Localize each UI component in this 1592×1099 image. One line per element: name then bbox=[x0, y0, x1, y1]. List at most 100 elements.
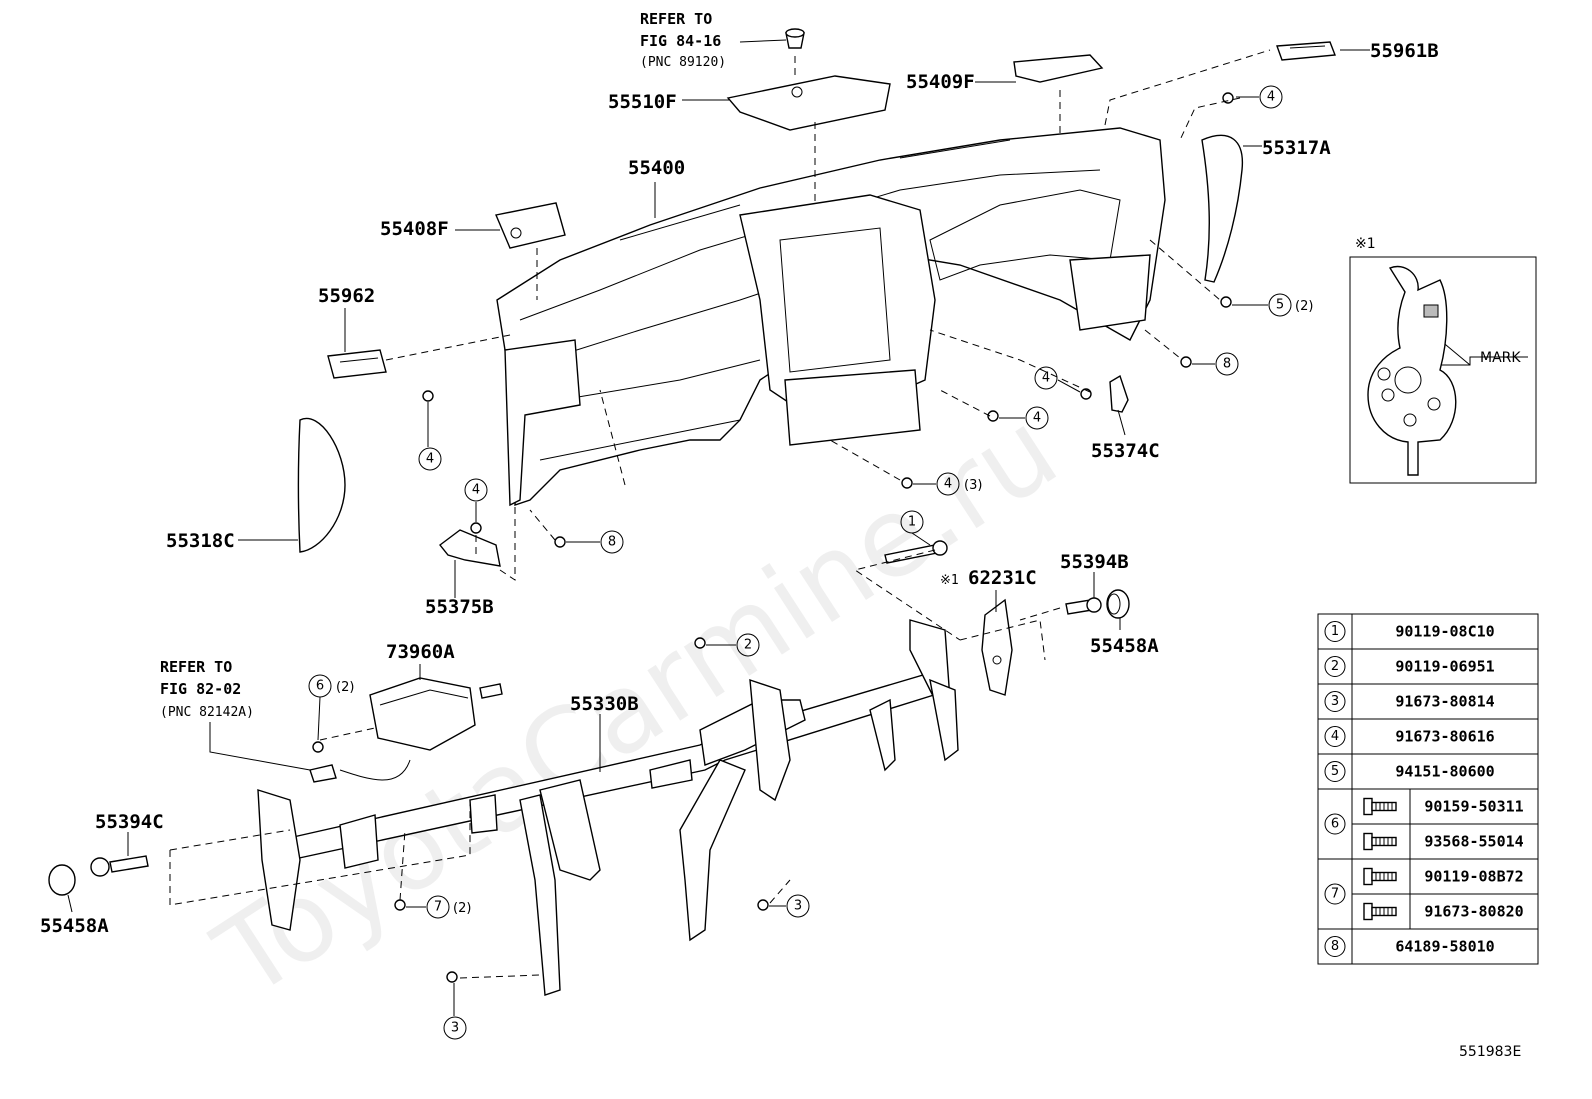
reinforcement-55330B[interactable] bbox=[257, 619, 959, 996]
callout-5: 5 (2) bbox=[1232, 293, 1313, 317]
bracket-62231C[interactable] bbox=[981, 598, 1013, 696]
svg-text:4: 4 bbox=[1033, 411, 1041, 426]
qty-7: (2) bbox=[453, 901, 471, 916]
svg-text:3: 3 bbox=[451, 1021, 459, 1036]
callout-7: 7 (2) bbox=[406, 895, 471, 919]
vent-55961B[interactable] bbox=[1276, 41, 1336, 61]
callout-4-d: 4 (3) bbox=[913, 472, 982, 496]
svg-text:6: 6 bbox=[316, 679, 324, 694]
cover-55409F[interactable] bbox=[1013, 54, 1104, 83]
detail-title: ※1 bbox=[1355, 236, 1376, 252]
callouts: 4 5(2) 8 4 4 4(3) 4 4 8 1 2 6(2) 7(2) 3 … bbox=[308, 85, 1313, 1040]
table-callout-num: 3 bbox=[1331, 694, 1339, 709]
label-55458A-left: 55458A bbox=[40, 915, 109, 937]
svg-text:4: 4 bbox=[426, 452, 434, 467]
clip-89120[interactable] bbox=[785, 28, 805, 49]
callout-4-f: 4 bbox=[464, 478, 488, 522]
cap-55458A-left[interactable] bbox=[48, 864, 76, 896]
table-callout-num: 2 bbox=[1331, 659, 1339, 674]
label-62231C: 62231C bbox=[968, 567, 1037, 589]
refer-top-line3: (PNC 89120) bbox=[640, 55, 726, 70]
svg-text:1: 1 bbox=[908, 515, 916, 530]
label-62231C-note: ※1 bbox=[940, 573, 959, 588]
table-callout-num: 4 bbox=[1331, 729, 1339, 744]
label-73960A: 73960A bbox=[386, 641, 455, 663]
svg-text:8: 8 bbox=[1223, 357, 1231, 372]
callout-8-a: 8 bbox=[1192, 352, 1239, 376]
label-55400: 55400 bbox=[628, 157, 685, 179]
table-callout-num: 6 bbox=[1331, 817, 1339, 832]
callout-3-a: 3 bbox=[769, 894, 810, 918]
callout-4-c: 4 bbox=[999, 406, 1049, 430]
instrument-panel-55400[interactable] bbox=[496, 127, 1166, 507]
table-part-number: 90119-08C10 bbox=[1395, 623, 1494, 641]
table-part-number: 93568-55014 bbox=[1424, 833, 1523, 851]
parts-table-row: 5 94151-80600 bbox=[1317, 753, 1539, 790]
callout-1: 1 bbox=[900, 510, 931, 546]
table-callout-num: 8 bbox=[1331, 939, 1339, 954]
label-55317A: 55317A bbox=[1262, 137, 1331, 159]
detail-box: ※1 MARK bbox=[1349, 236, 1537, 484]
callout-4-b: 4 bbox=[1034, 366, 1081, 393]
svg-text:8: 8 bbox=[608, 535, 616, 550]
refer-left-line3: (PNC 82142A) bbox=[160, 705, 254, 720]
mark-label: MARK bbox=[1480, 350, 1521, 366]
qty-6: (2) bbox=[336, 680, 354, 695]
callout-3-b: 3 bbox=[443, 983, 467, 1040]
fastener-icon bbox=[1363, 902, 1397, 921]
label-55962: 55962 bbox=[318, 285, 375, 307]
label-55374C: 55374C bbox=[1091, 440, 1160, 462]
svg-text:4: 4 bbox=[944, 477, 952, 492]
label-55318C: 55318C bbox=[166, 530, 235, 552]
table-part-number: 90159-50311 bbox=[1424, 798, 1523, 816]
refer-top-line1: REFER TO bbox=[640, 10, 712, 28]
figure-code: 551983E bbox=[1459, 1044, 1521, 1060]
label-55394B: 55394B bbox=[1060, 551, 1129, 573]
table-callout-num: 7 bbox=[1331, 887, 1339, 902]
label-55458A-right: 55458A bbox=[1090, 635, 1159, 657]
svg-text:2: 2 bbox=[744, 638, 752, 653]
fastener-icon bbox=[1363, 797, 1397, 816]
label-55409F: 55409F bbox=[906, 71, 975, 93]
fastener-icon bbox=[1363, 832, 1397, 851]
table-part-number: 64189-58010 bbox=[1395, 938, 1494, 956]
side-panel-55318C[interactable] bbox=[297, 417, 346, 553]
label-55375B: 55375B bbox=[425, 596, 494, 618]
vent-55962[interactable] bbox=[327, 349, 387, 379]
bolt-55394B[interactable] bbox=[1065, 597, 1102, 615]
table-part-number: 90119-08B72 bbox=[1424, 868, 1523, 886]
label-55330B: 55330B bbox=[570, 693, 639, 715]
side-panel-55317A[interactable] bbox=[1201, 134, 1244, 283]
svg-text:7: 7 bbox=[434, 900, 442, 915]
svg-text:4: 4 bbox=[472, 483, 480, 498]
parts-table-row: 1 90119-08C10 bbox=[1317, 613, 1539, 650]
assembly-lines bbox=[169, 49, 1271, 979]
qty-5: (2) bbox=[1295, 299, 1313, 314]
table-part-number: 91673-80820 bbox=[1424, 903, 1523, 921]
table-callout-num: 5 bbox=[1331, 764, 1339, 779]
part-labels: 55961B 55409F 55510F 55400 55317A 55408F… bbox=[40, 10, 1439, 937]
table-part-number: 94151-80600 bbox=[1395, 763, 1494, 781]
bracket-55374C[interactable] bbox=[1109, 374, 1129, 413]
leader-lines bbox=[67, 39, 1528, 913]
callout-4-e: 4 bbox=[418, 402, 442, 471]
label-55961B: 55961B bbox=[1370, 40, 1439, 62]
bolt-55394C[interactable] bbox=[90, 855, 149, 877]
fastener-icon bbox=[1363, 867, 1397, 886]
table-callout-num: 1 bbox=[1331, 624, 1339, 639]
label-55510F: 55510F bbox=[608, 91, 677, 113]
svg-text:4: 4 bbox=[1042, 371, 1050, 386]
cap-55458A-right[interactable] bbox=[1106, 589, 1130, 619]
svg-text:5: 5 bbox=[1276, 298, 1284, 313]
label-55408F: 55408F bbox=[380, 218, 449, 240]
refer-left-line2: FIG 82-02 bbox=[160, 680, 241, 698]
cover-55510F[interactable] bbox=[726, 75, 891, 131]
qty-4: (3) bbox=[964, 478, 982, 493]
parts-table-row: 8 64189-58010 bbox=[1317, 928, 1539, 965]
cover-55408F[interactable] bbox=[495, 202, 566, 249]
bracket-55375B[interactable] bbox=[439, 529, 501, 567]
